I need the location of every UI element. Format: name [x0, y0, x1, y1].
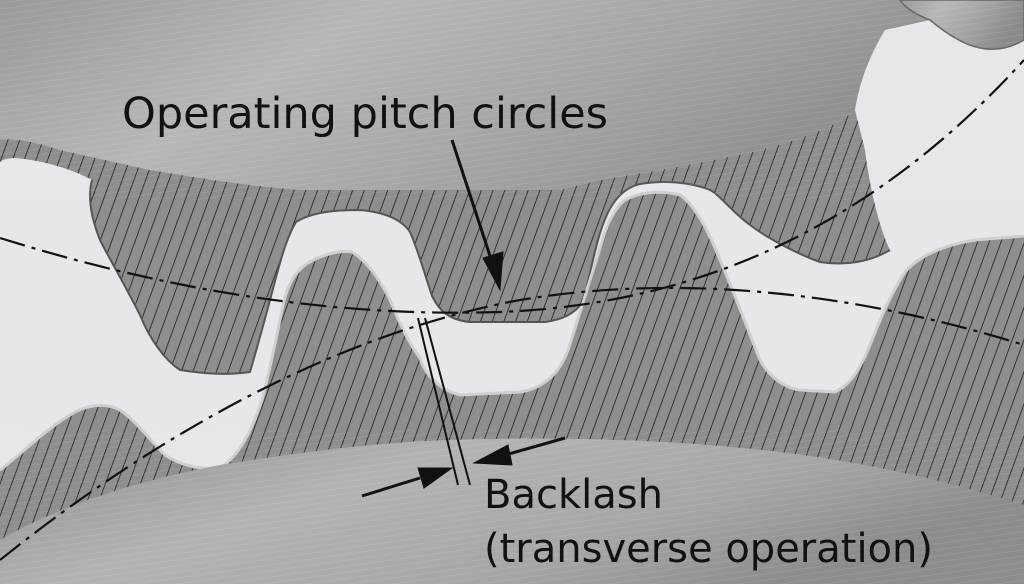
backlash-right-shaft [504, 436, 566, 457]
backlash-left-arrowhead [417, 467, 454, 489]
backlash-lines [417, 317, 471, 486]
lower-gear-texture [0, 430, 1024, 584]
backlash-subtitle-label: (transverse operation) [484, 526, 933, 572]
lower-gear [0, 190, 1024, 584]
backlash-line-right [424, 317, 471, 486]
arrows [361, 139, 566, 498]
backlash-line-left [417, 317, 459, 486]
upper-gear [0, 0, 1024, 375]
pitch-callout-arrowhead [482, 251, 504, 292]
backlash-right-arrowhead [472, 444, 513, 466]
pitch-circles-label: Operating pitch circles [122, 89, 608, 139]
upper-gear-texture [0, 0, 1024, 200]
lower-pitch-circle [0, 286, 1024, 561]
backlash-left-shaft [361, 476, 421, 498]
backlash-label: Backlash [484, 472, 663, 518]
pitch-callout-shaft [450, 139, 494, 263]
pitch-circles [0, 59, 1024, 561]
upper-pitch-circle [0, 59, 1024, 314]
